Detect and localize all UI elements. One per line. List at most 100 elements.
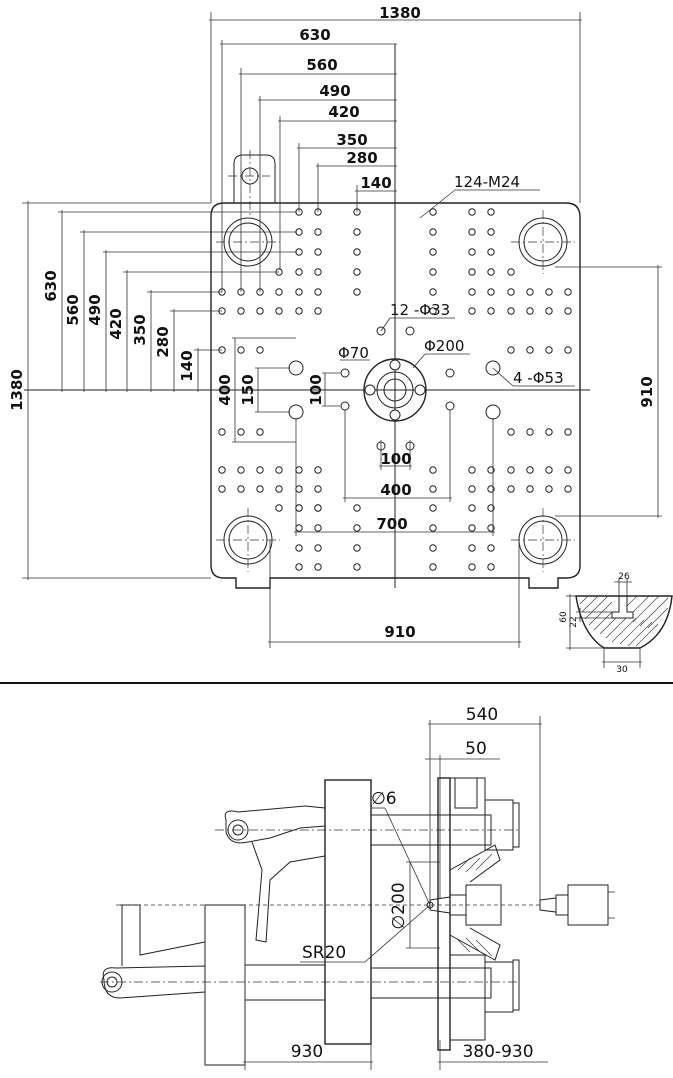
tapped-hole — [545, 346, 553, 354]
tapped-hole — [256, 346, 264, 354]
tapped-hole — [237, 346, 245, 354]
tapped-hole — [353, 288, 361, 296]
tapped-hole — [429, 563, 437, 571]
tapped-hole — [314, 268, 322, 276]
tapped-hole — [564, 466, 572, 474]
dim-h350: 350 — [131, 314, 149, 345]
tapped-hole — [353, 268, 361, 276]
tapped-holes-m24 — [218, 208, 572, 571]
dim-h490: 490 — [86, 294, 104, 325]
tapped-hole — [314, 228, 322, 236]
tapped-hole — [545, 466, 553, 474]
tapped-hole — [295, 563, 303, 571]
detail-d26: 26 — [618, 572, 630, 582]
side-dim-380-930: 380-930 — [462, 1042, 533, 1062]
tapped-hole — [468, 307, 476, 315]
tapped-hole — [526, 288, 534, 296]
tapped-hole — [218, 428, 226, 436]
tapped-hole — [564, 428, 572, 436]
tapped-hole — [314, 504, 322, 512]
dim-w350: 350 — [336, 131, 367, 149]
tapped-hole — [256, 466, 264, 474]
locating-ring — [363, 358, 427, 422]
callout-tie-bar-holes: 4 -Φ53 — [513, 369, 564, 387]
tapped-hole — [429, 248, 437, 256]
tapped-hole — [545, 288, 553, 296]
dim-h280: 280 — [154, 326, 172, 357]
side-dim-930: 930 — [291, 1042, 323, 1062]
tapped-hole — [295, 504, 303, 512]
side-dim-540: 540 — [466, 705, 498, 725]
tapped-hole — [353, 524, 361, 532]
dim-w280: 280 — [346, 149, 377, 167]
tapped-hole — [564, 307, 572, 315]
dim-h100: 100 — [307, 374, 325, 405]
dim-w630: 630 — [299, 26, 330, 44]
tapped-hole — [353, 504, 361, 512]
callout-small-holes: 12 -Φ33 — [390, 301, 450, 319]
platen-outline — [210, 202, 581, 589]
tapped-hole — [218, 485, 226, 493]
tapped-hole — [468, 466, 476, 474]
tapped-hole — [256, 485, 264, 493]
tapped-hole — [237, 307, 245, 315]
tapped-hole — [487, 208, 495, 216]
tapped-hole — [429, 466, 437, 474]
dim-w140: 140 — [360, 174, 391, 192]
tapped-hole — [314, 563, 322, 571]
tapped-hole — [295, 544, 303, 552]
tapped-hole — [275, 504, 283, 512]
tapped-hole — [314, 485, 322, 493]
dim-h560: 560 — [64, 294, 82, 325]
tapped-hole — [429, 504, 437, 512]
tapped-hole — [275, 485, 283, 493]
tapped-hole — [468, 288, 476, 296]
tapped-hole — [237, 485, 245, 493]
tapped-hole — [564, 288, 572, 296]
tapped-hole — [429, 307, 437, 315]
tapped-hole — [275, 288, 283, 296]
tapped-hole — [487, 248, 495, 256]
tapped-hole — [429, 228, 437, 236]
tapped-hole — [507, 307, 515, 315]
tapped-hole — [545, 428, 553, 436]
detail-d22: 22 — [569, 616, 579, 627]
tapped-hole — [468, 248, 476, 256]
tapped-hole — [526, 485, 534, 493]
dim-b100: 100 — [380, 450, 411, 468]
tapped-hole — [487, 268, 495, 276]
dim-h400: 400 — [216, 374, 234, 405]
dim-bottom-910: 910 — [384, 623, 415, 641]
dim-right-910: 910 — [638, 376, 656, 407]
tapped-hole — [429, 524, 437, 532]
dim-overall-height: 1380 — [8, 369, 26, 411]
tapped-hole — [526, 428, 534, 436]
tapped-hole — [295, 485, 303, 493]
tapped-hole — [507, 268, 515, 276]
tapped-hole — [353, 544, 361, 552]
side-dim-phi6: ∅6 — [371, 789, 397, 809]
tapped-hole — [468, 228, 476, 236]
tapped-hole — [507, 466, 515, 474]
tapped-hole — [295, 288, 303, 296]
dim-h150: 150 — [239, 374, 257, 405]
tapped-hole — [526, 346, 534, 354]
dim-b400: 400 — [380, 481, 411, 499]
tapped-hole — [353, 248, 361, 256]
tapped-hole — [564, 485, 572, 493]
tapped-hole — [507, 485, 515, 493]
tapped-hole — [468, 268, 476, 276]
tapped-hole — [314, 288, 322, 296]
tapped-hole — [237, 428, 245, 436]
tapped-hole — [507, 428, 515, 436]
tapped-hole — [526, 307, 534, 315]
tapped-hole — [256, 307, 264, 315]
detail-d30: 30 — [616, 665, 628, 675]
tapped-hole — [429, 485, 437, 493]
tapped-hole — [487, 288, 495, 296]
tapped-hole — [468, 504, 476, 512]
callout-phi200: Φ200 — [424, 337, 464, 355]
tapped-hole — [487, 504, 495, 512]
dim-h420: 420 — [107, 308, 125, 339]
dim-b700: 700 — [376, 515, 407, 533]
